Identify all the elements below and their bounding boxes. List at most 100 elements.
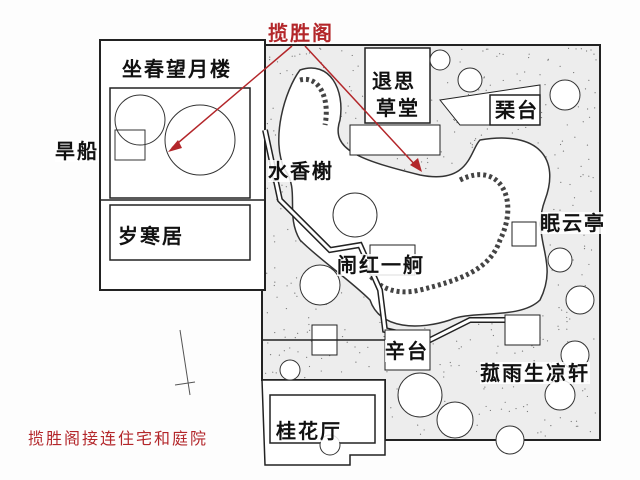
speckle [265, 372, 267, 374]
speckle [355, 117, 357, 119]
speckle [274, 267, 276, 269]
speckle [432, 343, 434, 345]
speckle [560, 181, 562, 183]
speckle [537, 142, 539, 144]
speckle [577, 106, 579, 108]
pond-edge-rocks [299, 76, 511, 295]
speckle [431, 99, 433, 101]
speckle [368, 366, 370, 368]
speckle [273, 284, 275, 287]
speckle [363, 296, 365, 298]
speckle [502, 53, 504, 55]
speckle [489, 409, 492, 412]
speckle [497, 345, 499, 347]
tree-icon [565, 285, 595, 315]
label-zuochun: 坐春望月楼 [122, 57, 232, 81]
speckle [483, 76, 485, 78]
speckle [489, 84, 491, 86]
speckle [584, 284, 586, 287]
speckle [540, 116, 543, 119]
speckle [352, 69, 354, 72]
speckle [474, 138, 477, 140]
speckle [354, 346, 356, 348]
speckle [549, 244, 551, 246]
speckle [580, 165, 582, 167]
label-tuisi-1: 退思 [372, 69, 416, 93]
speckle [558, 328, 560, 331]
speckle [586, 108, 589, 110]
speckle [566, 328, 568, 330]
speckle [487, 48, 489, 50]
speckle [471, 146, 473, 148]
speckle [491, 323, 493, 325]
speckle [274, 241, 276, 243]
speckle [285, 307, 288, 310]
speckle [512, 386, 515, 388]
speckle [290, 282, 292, 284]
speckle [355, 361, 357, 363]
speckle [361, 95, 364, 97]
speckle [517, 128, 519, 131]
speckle [476, 424, 478, 426]
speckle [417, 424, 419, 426]
speckle [344, 329, 346, 331]
speckle [542, 315, 544, 317]
north-arrow [179, 329, 191, 396]
speckle [492, 334, 495, 337]
speckle [319, 47, 321, 49]
speckle [478, 89, 480, 91]
speckle [289, 347, 291, 349]
speckle [594, 412, 596, 414]
speckle [467, 93, 470, 96]
label-guihua: 桂花厅 [276, 419, 342, 443]
tree-icon [549, 79, 581, 111]
speckle [269, 354, 272, 356]
speckle [287, 228, 289, 231]
speckle [266, 122, 268, 125]
speckle [567, 47, 570, 49]
speckle [461, 48, 463, 50]
speckle [572, 259, 574, 261]
speckle [273, 130, 275, 132]
speckle [281, 184, 283, 186]
speckle [367, 346, 369, 348]
speckle [553, 208, 555, 211]
speckle [572, 204, 574, 206]
annotation-arrow-left [171, 45, 293, 149]
speckle [391, 416, 393, 418]
speckle [320, 48, 322, 50]
speckle [593, 53, 595, 55]
speckle [309, 329, 311, 331]
speckle [315, 308, 317, 310]
speckle [559, 143, 562, 146]
speckle [521, 350, 524, 352]
speckle [496, 55, 498, 57]
speckle [525, 126, 527, 129]
speckle [588, 158, 590, 160]
speckle [558, 307, 560, 309]
caption: 揽胜阁接连住宅和庭院 [28, 429, 209, 448]
speckle [346, 142, 349, 144]
speckle [346, 341, 348, 343]
label-mianyun: 眠云亭 [540, 211, 606, 235]
speckle [583, 248, 586, 250]
speckle [566, 311, 568, 313]
speckle [266, 272, 268, 274]
speckle [351, 54, 353, 57]
label-guyu: 菰雨生凉轩 [480, 361, 590, 385]
speckle [279, 72, 281, 75]
speckle [540, 431, 542, 433]
speckle [515, 407, 517, 410]
speckle [562, 150, 565, 152]
guyu-pavilion [504, 314, 541, 346]
speckle [286, 70, 288, 72]
speckle [586, 395, 588, 398]
speckle [299, 53, 301, 55]
speckle [291, 74, 294, 76]
speckle [588, 175, 590, 177]
speckle [573, 197, 576, 199]
speckle [420, 161, 423, 163]
speckle [573, 71, 575, 74]
tree-icon [457, 67, 483, 93]
